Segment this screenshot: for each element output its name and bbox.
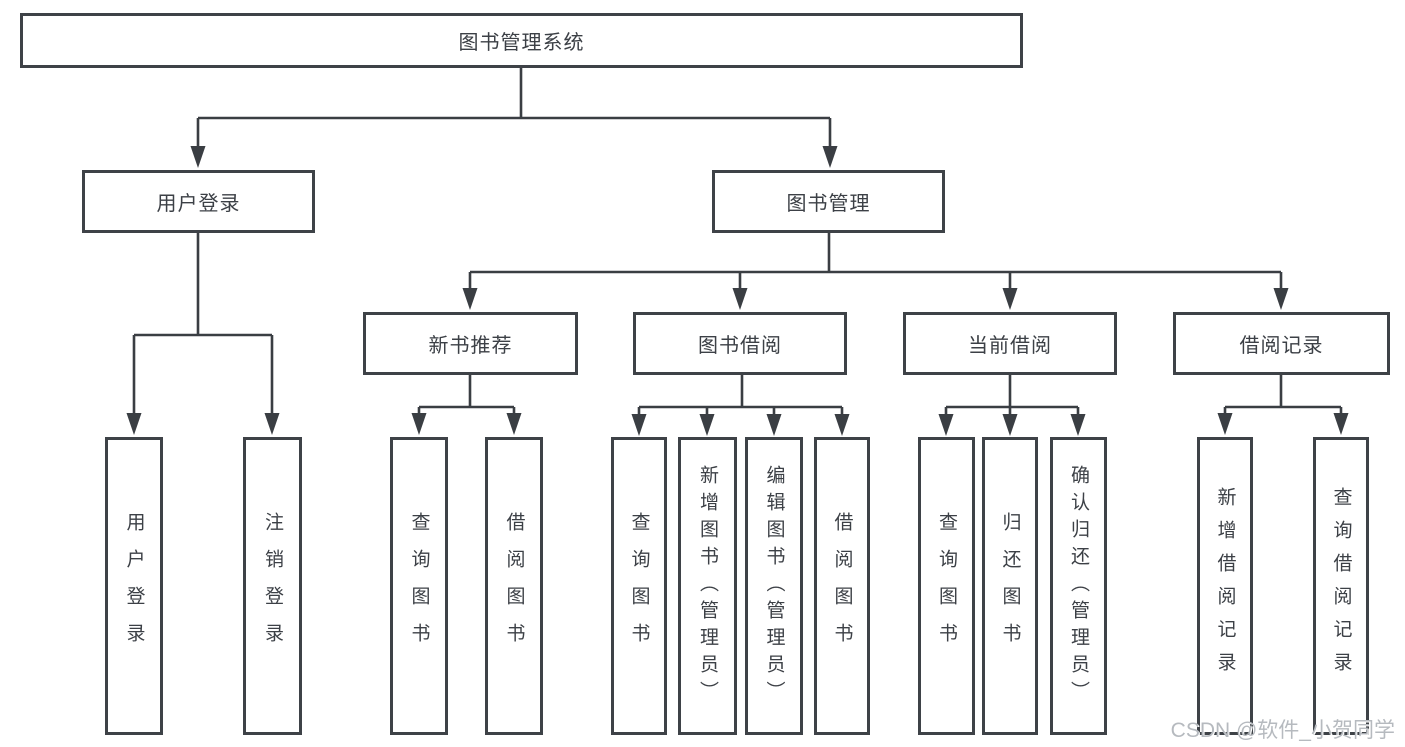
arrowhead: [1273, 288, 1289, 310]
node-leaf-nb-borrow: 借阅图书: [485, 437, 543, 735]
arrowhead: [264, 413, 280, 435]
node-borrow-records: 借阅记录: [1173, 312, 1390, 375]
arrowhead: [631, 414, 647, 436]
arrowhead: [1217, 413, 1233, 435]
arrowhead: [506, 413, 522, 435]
node-leaf-bw-edit: 编辑图书（管理员）: [745, 437, 803, 735]
node-new-books-label: 新书推荐: [428, 335, 513, 357]
node-leaf-user-login-label: 用户登录: [123, 512, 145, 660]
node-root: 图书管理系统: [20, 13, 1023, 68]
node-leaf-cur-query-label: 查询图书: [936, 512, 957, 660]
arrowhead: [190, 146, 206, 168]
node-leaf-bw-query: 查询图书: [611, 437, 667, 735]
node-leaf-cur-return-label: 归还图书: [999, 512, 1021, 660]
arrowhead: [822, 146, 838, 168]
node-leaf-logout-label: 注销登录: [262, 512, 283, 660]
node-leaf-nb-borrow-label: 借阅图书: [503, 512, 525, 660]
edge-book-borrow: [637, 375, 844, 422]
node-leaf-bw-borrow: 借阅图书: [814, 437, 870, 735]
node-leaf-cur-query: 查询图书: [918, 437, 975, 735]
edge-book-mgmt: [468, 233, 1283, 296]
arrowhead: [1002, 288, 1018, 310]
node-leaf-rec-query: 查询借阅记录: [1313, 437, 1369, 735]
node-root-label: 图书管理系统: [458, 32, 585, 54]
node-current-borrow: 当前借阅: [903, 312, 1117, 375]
node-leaf-bw-edit-label: 编辑图书（管理员）: [763, 464, 785, 708]
node-leaf-cur-return: 归还图书: [982, 437, 1038, 735]
node-book-borrow-label: 图书借阅: [698, 335, 782, 357]
node-leaf-logout: 注销登录: [243, 437, 302, 735]
csdn-watermark: CSDN @软件_小贺同学: [1170, 719, 1395, 742]
arrowhead: [126, 413, 142, 435]
node-new-books: 新书推荐: [363, 312, 578, 375]
node-leaf-bw-add: 新增图书（管理员）: [678, 437, 737, 735]
node-leaf-rec-add-label: 新增借阅记录: [1214, 487, 1236, 685]
node-leaf-rec-add: 新增借阅记录: [1197, 437, 1253, 735]
arrowhead: [766, 414, 782, 436]
arrowhead: [1333, 413, 1349, 435]
node-book-borrow: 图书借阅: [633, 312, 847, 375]
node-user-login: 用户登录: [82, 170, 315, 233]
node-current-borrow-label: 当前借阅: [968, 335, 1052, 357]
arrowhead: [462, 288, 478, 310]
node-leaf-bw-borrow-label: 借阅图书: [831, 512, 853, 660]
node-leaf-bw-query-label: 查询图书: [628, 512, 650, 660]
node-leaf-nb-query-label: 查询图书: [408, 512, 430, 660]
edge-user-login: [132, 233, 274, 421]
arrowhead: [1070, 414, 1086, 436]
node-book-mgmt-label: 图书管理: [786, 193, 871, 215]
arrowhead: [834, 414, 850, 436]
node-book-mgmt: 图书管理: [712, 170, 945, 233]
arrowhead: [699, 414, 715, 436]
edge-new-books: [417, 375, 516, 421]
node-user-login-label: 用户登录: [156, 193, 241, 215]
arrowhead: [938, 414, 954, 436]
arrowhead: [411, 413, 427, 435]
arrowhead: [732, 288, 748, 310]
node-borrow-records-label: 借阅记录: [1239, 335, 1324, 357]
node-leaf-cur-confirm: 确认归还（管理员）: [1050, 437, 1107, 735]
arrowhead: [1002, 414, 1018, 436]
node-leaf-user-login: 用户登录: [105, 437, 163, 735]
node-leaf-cur-confirm-label: 确认归还（管理员）: [1068, 464, 1089, 708]
node-leaf-nb-query: 查询图书: [390, 437, 448, 735]
edge-root-stem: [196, 68, 832, 154]
node-leaf-rec-query-label: 查询借阅记录: [1330, 487, 1352, 685]
edge-borrow-records: [1223, 375, 1343, 421]
node-leaf-bw-add-label: 新增图书（管理员）: [697, 464, 718, 708]
